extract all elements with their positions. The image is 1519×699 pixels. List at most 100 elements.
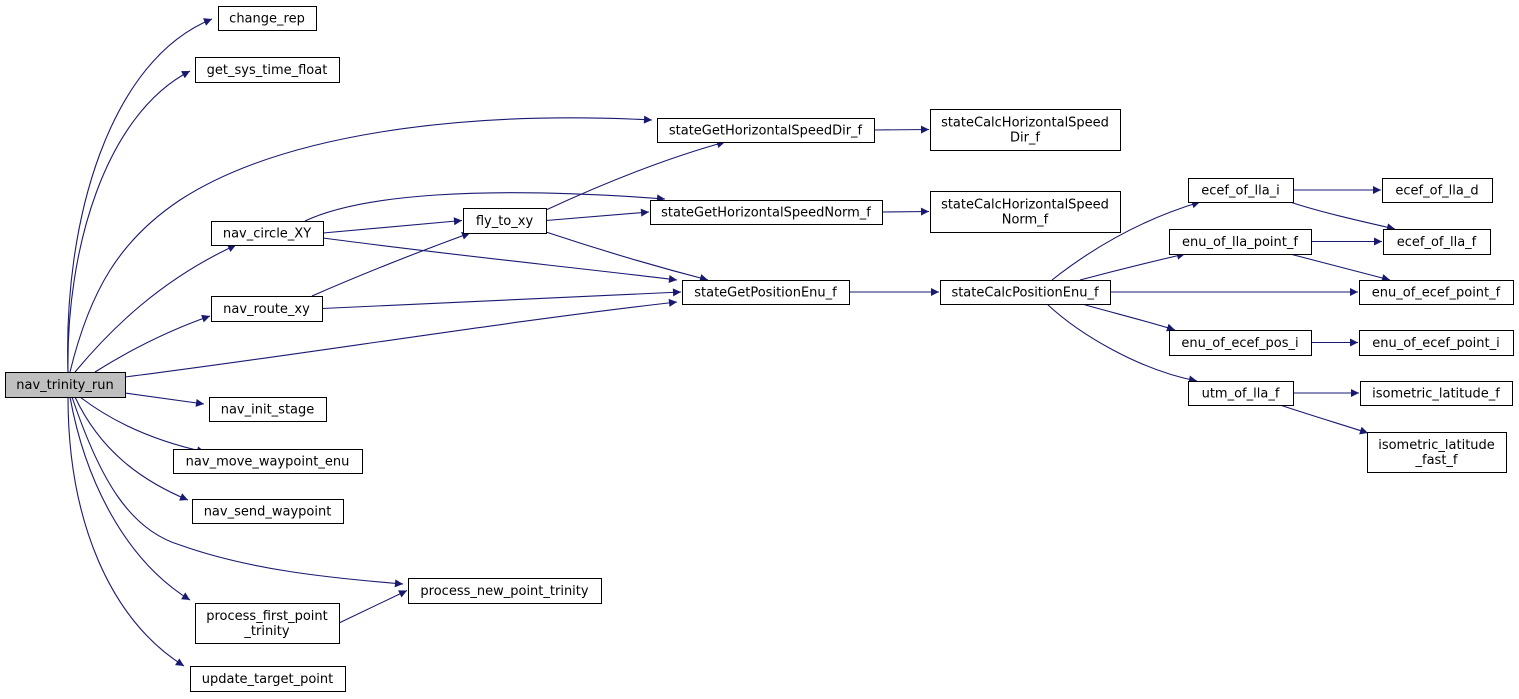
node-process_new_point_trinity[interactable]: process_new_point_trinity	[408, 578, 602, 604]
node-label-update_target_point: update_target_point	[202, 672, 334, 687]
node-isometric_latitude_f[interactable]: isometric_latitude_f	[1360, 381, 1513, 406]
node-nav_trinity_run[interactable]: nav_trinity_run	[5, 372, 126, 398]
node-label-isometric_latitude_f: isometric_latitude_f	[1372, 387, 1500, 402]
node-fly_to_xy[interactable]: fly_to_xy	[463, 208, 547, 234]
node-ecef_of_lla_i[interactable]: ecef_of_lla_i	[1188, 178, 1294, 203]
node-box-enu_of_ecef_point_f	[1359, 280, 1514, 305]
edge-enu_of_lla_point_f-to-enu_of_ecef_point_f	[1289, 253, 1391, 282]
node-label-nav_circle_XY: nav_circle_XY	[223, 227, 311, 242]
node-label-nav_init_stage: nav_init_stage	[221, 403, 315, 418]
node-label-enu_of_ecef_pos_i: enu_of_ecef_pos_i	[1181, 336, 1298, 351]
node-box-get_sys_time_float	[195, 57, 340, 83]
node-label-process_new_point_trinity: process_new_point_trinity	[420, 584, 588, 599]
node-isometric_latitude_fast_f[interactable]: isometric_latitude_fast_f	[1367, 432, 1507, 473]
node-label-stateCalcHorizontalSpeedNorm_f-line-1: stateCalcHorizontalSpeed	[941, 198, 1109, 213]
node-label-stateCalcHorizontalSpeedDir_f-line-1: stateCalcHorizontalSpeed	[941, 116, 1109, 131]
node-label-ecef_of_lla_f: ecef_of_lla_f	[1397, 235, 1477, 250]
node-nav_route_xy[interactable]: nav_route_xy	[211, 296, 323, 322]
node-ecef_of_lla_d[interactable]: ecef_of_lla_d	[1382, 178, 1493, 203]
node-update_target_point[interactable]: update_target_point	[190, 666, 346, 692]
edge-nav_trinity_run-to-process_new_point_trinity	[71, 396, 404, 588]
node-box-isometric_latitude_f	[1360, 381, 1513, 406]
node-label-get_sys_time_float: get_sys_time_float	[207, 63, 328, 78]
node-box-nav_init_stage	[209, 397, 327, 422]
node-box-ecef_of_lla_f	[1383, 229, 1491, 255]
edge-nav_trinity_run-to-nav_move_waypoint_enu	[79, 396, 206, 455]
edge-ecef_of_lla_i-to-ecef_of_lla_f	[1289, 201, 1396, 232]
edge-nav_trinity_run-to-nav_route_xy	[94, 314, 211, 373]
node-change_rep[interactable]: change_rep	[218, 6, 317, 31]
edge-nav_trinity_run-to-get_sys_time_float	[67, 70, 191, 373]
node-utm_of_lla_f[interactable]: utm_of_lla_f	[1188, 381, 1294, 406]
node-box-utm_of_lla_f	[1188, 381, 1294, 406]
node-box-stateCalcHorizontalSpeedDir_f	[930, 109, 1121, 151]
node-box-stateCalcHorizontalSpeedNorm_f	[930, 191, 1121, 233]
node-box-ecef_of_lla_i	[1188, 178, 1294, 203]
node-box-nav_send_waypoint	[192, 499, 344, 524]
node-box-ecef_of_lla_d	[1382, 178, 1493, 203]
edge-nav_trinity_run-to-update_target_point	[67, 396, 185, 667]
node-get_sys_time_float[interactable]: get_sys_time_float	[195, 57, 340, 83]
node-enu_of_ecef_pos_i[interactable]: enu_of_ecef_pos_i	[1169, 330, 1312, 356]
node-label-enu_of_lla_point_f: enu_of_lla_point_f	[1182, 235, 1298, 250]
node-box-nav_circle_XY	[211, 221, 324, 246]
edge-nav_circle_XY-to-stateGetHorizontalSpeedNorm_f	[304, 192, 666, 222]
node-box-stateGetPositionEnu_f	[682, 280, 850, 305]
edge-process_first_point_trinity-to-process_new_point_trinity	[338, 590, 408, 624]
node-label-stateCalcPositionEnu_f: stateCalcPositionEnu_f	[951, 286, 1099, 301]
node-nav_init_stage[interactable]: nav_init_stage	[209, 397, 327, 422]
node-nav_send_waypoint[interactable]: nav_send_waypoint	[192, 499, 344, 524]
edge-layer	[67, 18, 1396, 667]
edge-nav_route_xy-to-stateGetPositionEnu_f	[321, 288, 682, 310]
edge-stateCalcPositionEnu_f-to-enu_of_ecef_pos_i	[1081, 303, 1176, 332]
node-stateGetHorizontalSpeedDir_f[interactable]: stateGetHorizontalSpeedDir_f	[657, 118, 875, 143]
node-label-isometric_latitude_fast_f-line-1: isometric_latitude	[1378, 438, 1495, 453]
edge-stateGetHorizontalSpeedDir_f-to-stateCalcHorizontalSpeedDir_f	[873, 125, 930, 134]
node-process_first_point_trinity[interactable]: process_first_point_trinity	[195, 603, 340, 644]
node-label-process_first_point_trinity-line-2: _trinity	[243, 624, 290, 639]
node-label-ecef_of_lla_d: ecef_of_lla_d	[1395, 184, 1478, 199]
node-nav_circle_XY[interactable]: nav_circle_XY	[211, 221, 324, 246]
node-label-stateGetPositionEnu_f: stateGetPositionEnu_f	[694, 286, 837, 301]
node-label-stateGetHorizontalSpeedDir_f: stateGetHorizontalSpeedDir_f	[669, 124, 863, 139]
node-nav_move_waypoint_enu[interactable]: nav_move_waypoint_enu	[173, 449, 363, 474]
node-box-stateGetHorizontalSpeedDir_f	[657, 118, 875, 143]
node-label-change_rep: change_rep	[229, 12, 305, 27]
node-ecef_of_lla_f[interactable]: ecef_of_lla_f	[1383, 229, 1491, 255]
node-box-enu_of_ecef_point_i	[1359, 330, 1514, 356]
node-enu_of_ecef_point_i[interactable]: enu_of_ecef_point_i	[1359, 330, 1514, 356]
node-enu_of_lla_point_f[interactable]: enu_of_lla_point_f	[1169, 229, 1312, 255]
edge-fly_to_xy-to-stateGetPositionEnu_f	[545, 231, 709, 282]
edge-nav_trinity_run-to-nav_init_stage	[124, 392, 205, 407]
edge-nav_trinity_run-to-stateGetPositionEnu_f	[124, 298, 678, 378]
node-label-utm_of_lla_f: utm_of_lla_f	[1202, 387, 1280, 402]
edge-nav_trinity_run-to-nav_send_waypoint	[74, 396, 189, 501]
node-stateGetHorizontalSpeedNorm_f[interactable]: stateGetHorizontalSpeedNorm_f	[650, 200, 883, 225]
node-box-nav_route_xy	[211, 296, 323, 322]
node-label-nav_send_waypoint: nav_send_waypoint	[204, 505, 332, 520]
node-enu_of_ecef_point_f[interactable]: enu_of_ecef_point_f	[1359, 280, 1514, 305]
node-box-change_rep	[218, 6, 317, 31]
node-stateGetPositionEnu_f[interactable]: stateGetPositionEnu_f	[682, 280, 850, 305]
node-label-fly_to_xy: fly_to_xy	[476, 214, 534, 229]
edge-stateCalcPositionEnu_f-to-enu_of_lla_point_f	[1079, 251, 1186, 281]
node-label-process_first_point_trinity-line-1: process_first_point	[206, 609, 328, 624]
node-layer: nav_trinity_run change_rep get_sys_time_fl…	[5, 6, 1514, 692]
edge-stateGetHorizontalSpeedNorm_f-to-stateCalcHorizontalSpeedNorm_f	[881, 207, 930, 216]
edge-fly_to_xy-to-stateGetHorizontalSpeedDir_f	[545, 140, 726, 211]
edge-utm_of_lla_f-to-isometric_latitude_fast_f	[1279, 404, 1369, 435]
edge-nav_trinity_run-to-change_rep	[67, 18, 213, 373]
node-box-process_new_point_trinity	[408, 578, 602, 604]
node-box-stateCalcPositionEnu_f	[940, 280, 1111, 305]
edge-nav_circle_XY-to-stateGetPositionEnu_f	[322, 237, 678, 283]
edge-stateCalcPositionEnu_f-to-utm_of_lla_f	[1046, 303, 1198, 384]
node-label-stateCalcHorizontalSpeedNorm_f-line-2: Norm_f	[1002, 213, 1049, 228]
node-label-nav_trinity_run: nav_trinity_run	[16, 378, 113, 393]
edge-stateCalcPositionEnu_f-to-ecef_of_lla_i	[1051, 200, 1201, 281]
node-stateCalcPositionEnu_f[interactable]: stateCalcPositionEnu_f	[940, 280, 1111, 305]
node-label-enu_of_ecef_point_i: enu_of_ecef_point_i	[1372, 336, 1500, 351]
